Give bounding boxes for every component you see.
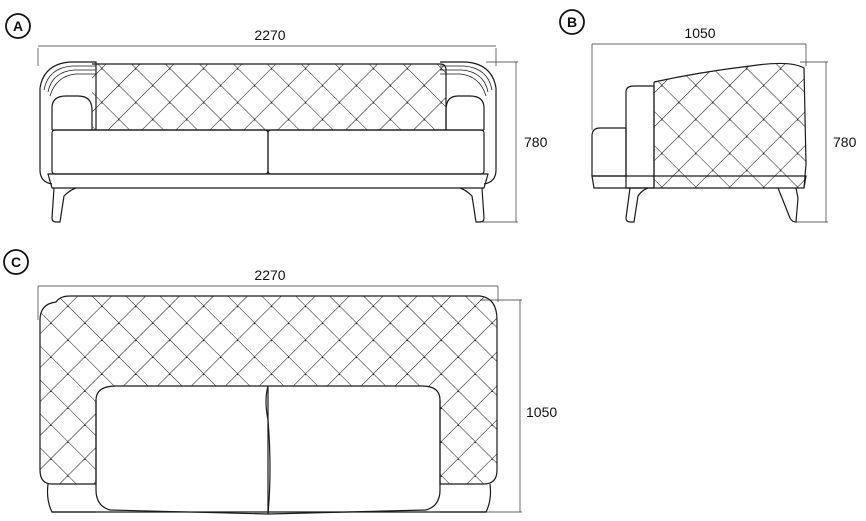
view-b-height-label: 780	[833, 134, 857, 150]
badge-c-circle	[3, 249, 29, 275]
view-b-side: B 1050 780	[559, 9, 857, 223]
view-c-depth-label: 1050	[526, 404, 557, 420]
view-c-tufting	[40, 296, 497, 484]
view-a-height-label: 780	[524, 134, 548, 150]
badge-b-circle	[559, 9, 585, 35]
badge-c: C	[11, 254, 21, 270]
view-a-width-label: 2270	[254, 27, 285, 43]
view-c-width-label: 2270	[254, 267, 285, 283]
badge-a: A	[13, 18, 23, 34]
view-b-back-tufting	[654, 63, 806, 188]
view-a-back-tufting	[92, 64, 446, 130]
badge-b: B	[567, 14, 577, 30]
badge-a-circle	[5, 13, 31, 39]
view-c-top: C 2270 1050	[3, 249, 557, 515]
view-b-depth-label: 1050	[684, 25, 715, 41]
view-a-front: A 2270 780	[5, 13, 548, 223]
